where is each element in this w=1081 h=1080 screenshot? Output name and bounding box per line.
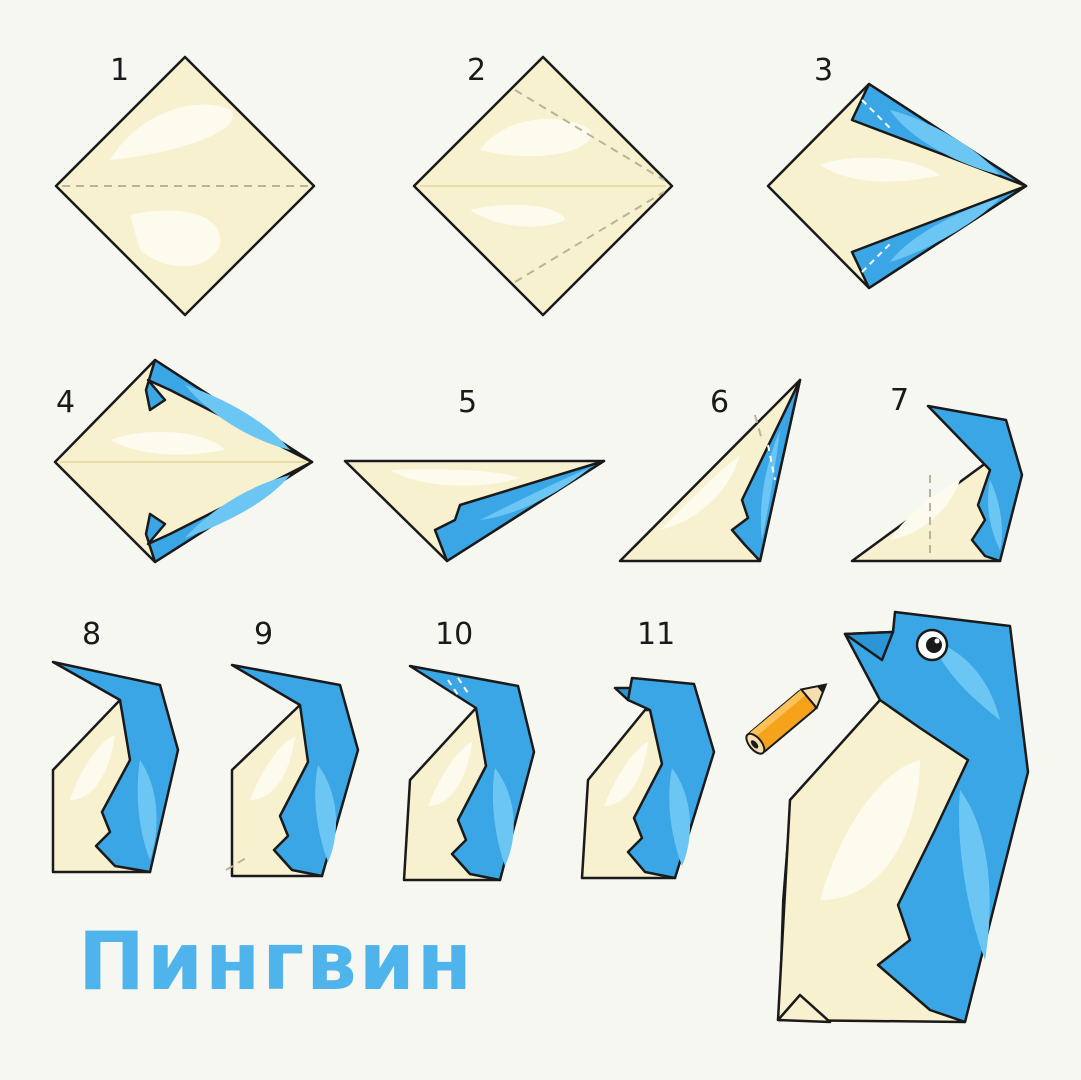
step-number-4: 4 <box>56 385 76 420</box>
step-3-diagram <box>766 82 1028 290</box>
step-number-7: 7 <box>890 383 910 418</box>
step-2-diagram <box>412 55 674 317</box>
step-6-diagram <box>618 378 802 563</box>
step-4-diagram <box>53 358 314 564</box>
step-9-diagram <box>225 663 360 878</box>
step-7-diagram <box>850 404 1024 563</box>
step-number-5: 5 <box>458 385 478 420</box>
step-5-diagram <box>343 459 606 563</box>
step-number-2: 2 <box>467 53 487 88</box>
step-number-3: 3 <box>814 53 834 88</box>
step-1-diagram <box>54 55 316 317</box>
finished-penguin-illustration <box>776 610 1030 1024</box>
step-number-8: 8 <box>82 617 102 652</box>
step-10-diagram <box>402 664 536 882</box>
step-number-10: 10 <box>435 617 474 652</box>
step-number-6: 6 <box>710 385 730 420</box>
step-number-9: 9 <box>254 617 274 652</box>
page-title: Пингвин <box>78 915 475 1008</box>
pencil-icon <box>745 683 828 755</box>
step-11-diagram <box>580 676 716 880</box>
step-8-diagram <box>51 660 180 874</box>
step-number-11: 11 <box>637 617 676 652</box>
step-number-1: 1 <box>110 53 130 88</box>
